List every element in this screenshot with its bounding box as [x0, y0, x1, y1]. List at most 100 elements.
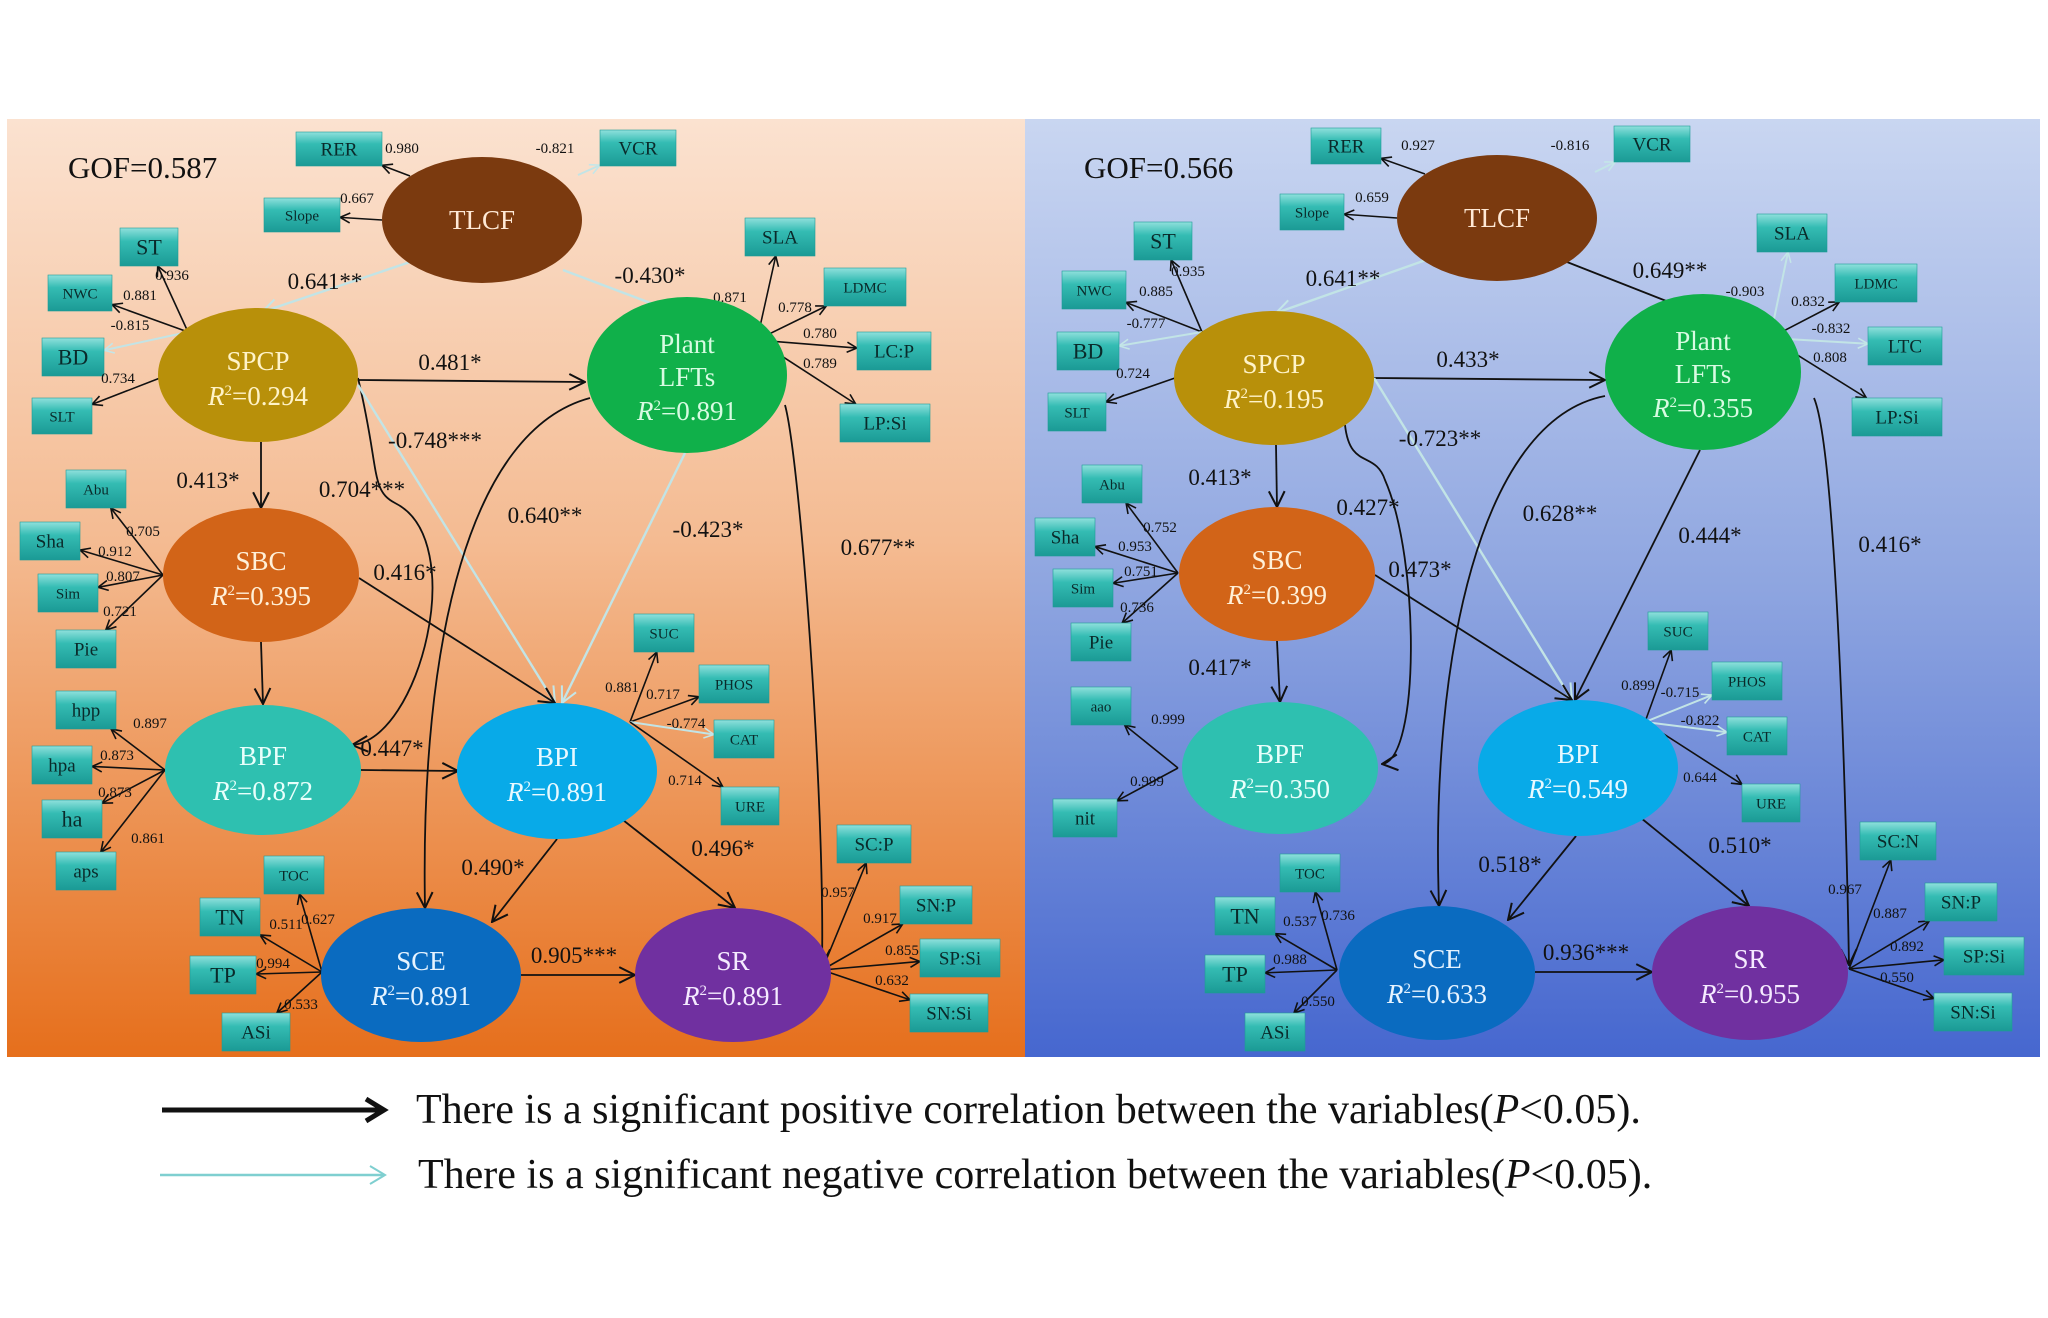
- loading-arrow-st: [158, 266, 189, 333]
- loading-value: -0.715: [1661, 685, 1700, 701]
- latent-ellipse: [1397, 155, 1597, 281]
- loading-arrow-suc: [1644, 650, 1671, 723]
- indicator-label: Sim: [56, 586, 81, 602]
- latent-r-squared: R2=0.350: [1229, 774, 1330, 804]
- indicator-label: BD: [1073, 339, 1104, 364]
- indicator-box: [41, 799, 103, 839]
- indicator-vcr: VCR: [599, 129, 677, 167]
- loading-arrow-slope: [340, 217, 383, 220]
- path-bpi-to-sr: [1640, 817, 1749, 906]
- indicator-st: ST: [1133, 221, 1193, 261]
- path-bpi-to-sce: [492, 838, 558, 922]
- indicator-slt: SLT: [1047, 392, 1107, 432]
- loading-value: 0.789: [803, 356, 837, 372]
- latent-r-squared: R2=0.955: [1699, 979, 1800, 1009]
- indicator-box: [55, 629, 117, 669]
- indicator-box: [199, 897, 261, 937]
- indicator-box: [119, 227, 179, 267]
- path-coefficient: 0.433*: [1436, 347, 1499, 372]
- latent-ellipse: [635, 908, 831, 1042]
- path-plft-to-sr: [784, 404, 822, 965]
- latent-tlcf: TLCF: [1397, 155, 1597, 281]
- indicator-box: [1061, 270, 1127, 310]
- loading-arrow-asi: [277, 971, 323, 1013]
- latent-name: LFTs: [659, 362, 716, 392]
- indicator-label: Abu: [83, 482, 109, 498]
- latent-ellipse: [163, 508, 359, 642]
- gof-label: GOF=0.566: [1084, 150, 1233, 185]
- path-coefficient: 0.905***: [531, 943, 617, 968]
- loading-arrow-asi: [1294, 969, 1338, 1013]
- path-bpf-to-bpi: [360, 770, 458, 771]
- indicator-tn: TN: [199, 897, 261, 937]
- indicator-box: [1070, 686, 1132, 726]
- loading-value: 0.752: [1143, 520, 1177, 536]
- loading-value: 0.705: [126, 524, 160, 540]
- indicator-label: SLA: [762, 228, 798, 249]
- loading-value: 0.887: [1873, 906, 1907, 922]
- indicator-st: ST: [119, 227, 179, 267]
- latent-ellipse: [382, 157, 582, 283]
- path-coefficient: 0.444*: [1678, 523, 1741, 548]
- latent-name: SBC: [1251, 545, 1302, 575]
- latent-ellipse: [457, 703, 657, 839]
- indicator-hpp: hpp: [55, 690, 117, 730]
- loading-arrow-cat: [629, 721, 714, 735]
- loading-arrow-sn-p: [821, 924, 903, 971]
- indicator-label: TOC: [279, 868, 309, 884]
- indicator-box: [1052, 568, 1114, 608]
- loading-value: 0.667: [340, 191, 374, 207]
- indicator-suc: SUC: [1647, 611, 1709, 651]
- indicator-sn-p: SN:P: [899, 885, 973, 925]
- loading-arrow-aao: [1125, 725, 1179, 769]
- loading-value: 0.999: [1151, 712, 1185, 728]
- right-panel: GOF=0.5660.641**0.649**0.433*0.413*0.427…: [1034, 125, 2025, 1052]
- latent-name: TLCF: [449, 205, 515, 235]
- indicator-label: VCR: [618, 139, 657, 160]
- path-coefficient: 0.417*: [1188, 655, 1251, 680]
- legend-negative: There is a significant negative correlat…: [158, 1150, 1652, 1200]
- loading-arrow-sha: [1095, 547, 1179, 574]
- loading-value: 0.721: [103, 604, 137, 620]
- indicator-box: [1056, 331, 1120, 371]
- indicator-box: [1244, 1012, 1306, 1052]
- indicator-label: VCR: [1632, 135, 1671, 156]
- indicator-box: [720, 786, 780, 826]
- path-coefficient: 0.490*: [461, 855, 524, 880]
- indicator-box: [1034, 517, 1096, 557]
- latent-name: SPCP: [1242, 349, 1305, 379]
- indicator-box: [1310, 127, 1382, 165]
- path-spcp-to-bpi: [1372, 377, 1572, 700]
- loading-value: 0.734: [101, 371, 135, 387]
- indicator-label: BD: [58, 345, 89, 370]
- indicator-box: [1859, 821, 1937, 861]
- loading-value: 0.885: [1139, 284, 1173, 300]
- loading-value: 0.892: [1890, 939, 1924, 955]
- loading-arrow-sp-si: [1848, 960, 1944, 970]
- indicator-label: SUC: [649, 626, 678, 642]
- indicator-label: LDMC: [843, 280, 886, 296]
- loading-arrow-rer: [382, 165, 411, 177]
- loading-arrow-ha: [102, 769, 166, 803]
- indicator-box: [263, 855, 325, 895]
- indicator-label: CAT: [730, 732, 758, 748]
- loading-value: 0.659: [1355, 190, 1389, 206]
- loading-arrow-phos: [629, 697, 699, 723]
- indicator-sn-si: SN:Si: [909, 993, 989, 1033]
- loading-arrow-bd: [1119, 331, 1203, 346]
- indicator-sim: Sim: [1052, 568, 1114, 608]
- indicator-box: [19, 521, 81, 561]
- indicator-box: [189, 955, 257, 995]
- negative-arrow-icon: [160, 1165, 387, 1185]
- latent-r-squared: R2=0.891: [506, 777, 607, 807]
- indicator-label: TN: [1230, 904, 1259, 929]
- indicator-ldmc: LDMC: [1834, 263, 1918, 303]
- positive-arrow-icon: [162, 1096, 389, 1124]
- loading-arrow-sha: [80, 550, 164, 576]
- indicator-label: SN:Si: [1950, 1003, 1995, 1024]
- indicator-sn-si: SN:Si: [1933, 992, 2013, 1032]
